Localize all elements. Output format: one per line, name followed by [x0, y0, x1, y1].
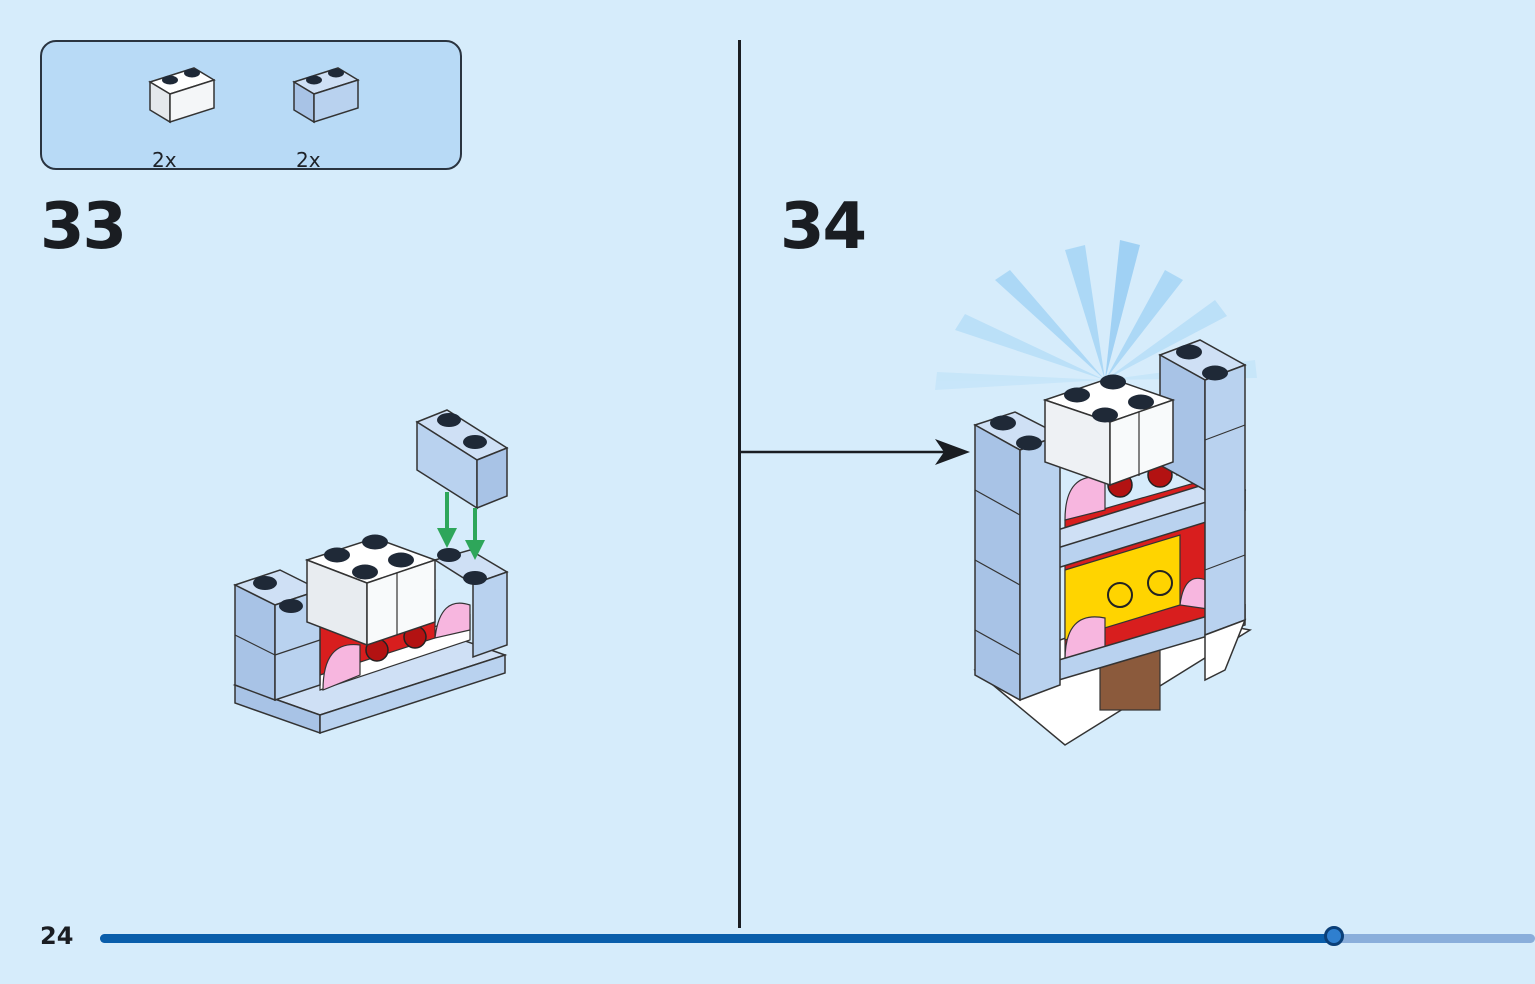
- progress-bar: [100, 926, 1535, 946]
- part-light-blue-brick: 2x: [290, 60, 380, 172]
- part-qty: 2x: [296, 148, 321, 172]
- step-number-33: 33: [40, 190, 127, 264]
- part-qty: 2x: [152, 148, 177, 172]
- step-divider: [738, 40, 741, 928]
- part-white-brick: 2x: [146, 60, 236, 172]
- progress-bar-knob: [1324, 926, 1344, 946]
- parts-list-box: 2x 2x: [40, 40, 462, 172]
- step-34-build-illustration: [935, 240, 1257, 746]
- page-number: 24: [40, 922, 74, 950]
- step-33-build-illustration: [232, 409, 509, 735]
- white-brick-icon: [148, 67, 216, 124]
- step-number-34: 34: [780, 190, 867, 264]
- step-arrow-icon: [740, 439, 970, 465]
- light-blue-brick-icon: [292, 67, 360, 124]
- progress-bar-fill: [100, 934, 1334, 943]
